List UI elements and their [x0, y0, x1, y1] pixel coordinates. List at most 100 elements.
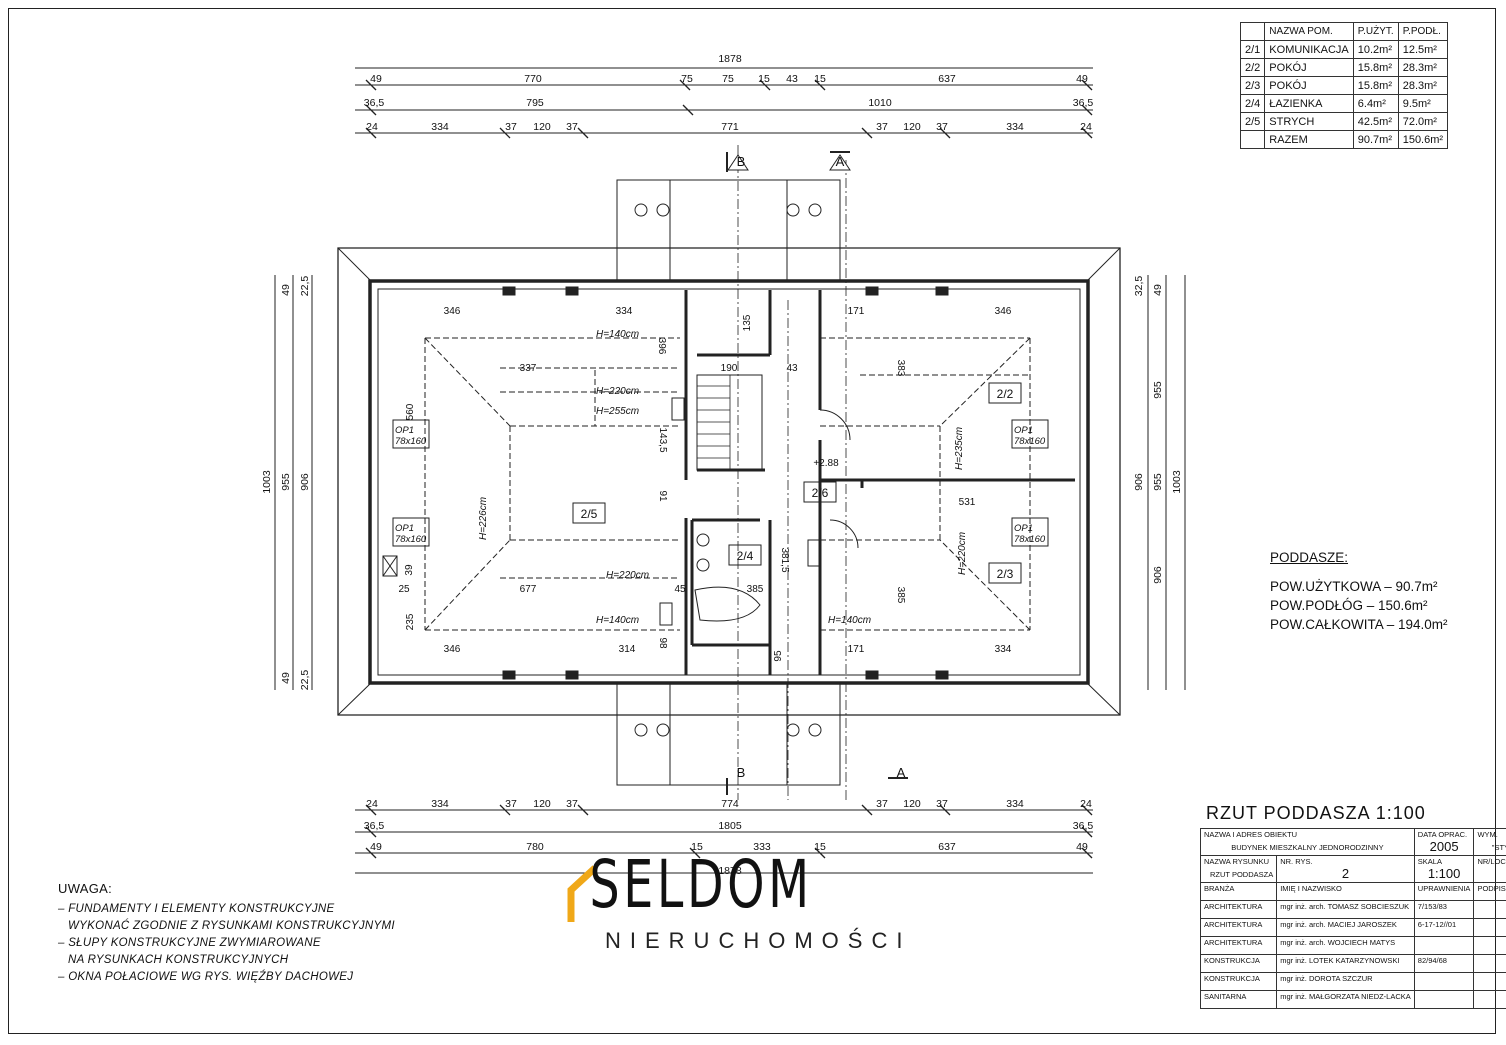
dim-right-4: 906: [1152, 566, 1164, 584]
dim-left-5: 49: [280, 672, 292, 684]
tb-drawing-label: NAZWA RYSUNKU: [1204, 857, 1270, 866]
cell: KONSTRUKCJA: [1199, 972, 1278, 991]
cell: 28.3m²: [1397, 76, 1449, 95]
note-line: – SŁUPY KONSTRUKCYJNE ZWYMIAROWANE: [58, 937, 321, 949]
inner-dim: 560: [405, 403, 416, 420]
dim-top-r2-3: 36,5: [1073, 97, 1094, 109]
tb-scale: SKALA 1:100: [1413, 855, 1475, 883]
tb-object-label: NAZWA I ADRES OBIEKTU: [1204, 830, 1298, 839]
area-table-header: NAZWA POM. P.UŻYT. P.PODŁ.: [1239, 22, 1449, 41]
inner-dim: 95: [773, 650, 784, 662]
cell: 150.6m²: [1397, 130, 1449, 149]
logo-word: SELDOM: [589, 846, 813, 923]
dim-bot-r1-1: 334: [431, 798, 449, 810]
height-label: H=220cm: [957, 532, 968, 575]
inner-dim: 171: [848, 306, 865, 317]
inner-dim: 43: [786, 363, 798, 374]
height-label: H=140cm: [596, 615, 639, 626]
room-2-3: 2/3: [997, 567, 1014, 581]
dim-top-r1-4: 15: [758, 73, 770, 85]
dim-top-r1-3: 75: [722, 73, 734, 85]
tb-drawing: NAZWA RYSUNKU RZUT PODDASZA: [1199, 855, 1278, 883]
height-label: H=140cm: [828, 615, 871, 626]
dim-top-r1-1: 770: [524, 73, 542, 85]
window-op1-2: OP1: [395, 523, 414, 534]
cell: [1413, 990, 1475, 1009]
inner-dim: 334: [995, 644, 1012, 655]
dim-bot-total: 1878: [718, 865, 742, 877]
section-a-bottom: A: [897, 765, 906, 780]
dim-top-r1-2: 75: [681, 73, 693, 85]
dim-top-r3-0: 24: [366, 121, 378, 133]
cell: 42.5m²: [1352, 112, 1399, 131]
cell: 10.2m²: [1352, 40, 1399, 59]
cell: 12.5m²: [1397, 40, 1449, 59]
cell: ARCHITEKTURA: [1199, 900, 1278, 919]
dim-top-r3-4: 37: [566, 121, 578, 133]
drawing-title: RZUT PODDASZA 1:100: [1206, 803, 1426, 823]
dim-bot-r3-0: 49: [370, 841, 382, 853]
attic-summary: PODDASZE: POW.UŻYTKOWA – 90.7m² POW.PODŁ…: [1270, 548, 1448, 634]
section-b-bottom: B: [737, 765, 746, 780]
cell: mgr inż. LOTEK KATARZYNOWSKI: [1276, 954, 1415, 973]
dim-bot-r1-8: 37: [936, 798, 948, 810]
cell: POKÓJ: [1264, 58, 1354, 77]
cell: mgr inż. MAŁGORZATA NIEDZ-LACKA: [1276, 990, 1415, 1009]
tb-scale-value: 1:100: [1427, 866, 1461, 881]
inner-dim: 135: [742, 314, 753, 331]
dim-bot-r1-0: 24: [366, 798, 378, 810]
seldom-logo: SELDOM NIERUCHOMOŚCI: [565, 852, 911, 954]
cell: KOMUNIKACJA: [1264, 40, 1354, 59]
tb-wym-value: "STYL": [1491, 843, 1506, 852]
inner-dim: 45: [674, 584, 686, 595]
inner-dim: 98: [657, 637, 668, 649]
inner-dim: 381,5: [779, 547, 790, 572]
summary-line-floor: POW.PODŁÓG – 150.6m²: [1270, 598, 1428, 613]
dim-top-r1-6: 15: [814, 73, 826, 85]
dim-top-r3-2: 37: [505, 121, 517, 133]
dim-top-r3-6: 37: [876, 121, 888, 133]
cell: SANITARNA: [1199, 990, 1278, 1009]
dim-bot-r1-2: 37: [505, 798, 517, 810]
tb-scale-label: SKALA: [1417, 857, 1442, 866]
height-label: H=255cm: [596, 406, 639, 417]
height-label: H=220cm: [606, 570, 649, 581]
dim-bot-r3-6: 49: [1076, 841, 1088, 853]
tb-nr-value: 2: [1341, 866, 1350, 881]
dim-bot-r1-6: 37: [876, 798, 888, 810]
tb-col-perm: UPRAWNIENIA: [1413, 882, 1475, 901]
cell: [1473, 954, 1506, 973]
dim-bot-r3-2: 15: [691, 841, 703, 853]
tb-date-value: 2005: [1429, 839, 1459, 854]
cell: 2/5: [1239, 112, 1266, 131]
tb-nr2: NR/LOC RYS.A: [1473, 855, 1506, 883]
summary-line-total: POW.CAŁKOWITA – 194.0m²: [1270, 617, 1448, 632]
cell: 28.3m²: [1397, 58, 1449, 77]
inner-dim: 346: [444, 306, 461, 317]
dim-top-r1-5: 43: [786, 73, 798, 85]
height-label: H=220cm: [596, 386, 639, 397]
notes-heading: UWAGA:: [58, 881, 113, 896]
dim-right-1: 955: [1152, 473, 1164, 491]
summary-heading: PODDASZE:: [1270, 550, 1349, 565]
dim-bot-r2-2: 36,5: [1073, 820, 1094, 832]
dim-top-r3-3: 120: [533, 121, 551, 133]
cell: [1413, 972, 1475, 991]
cell: 6-17-12//01: [1413, 918, 1475, 937]
dim-right-6: 32,5: [1133, 276, 1145, 297]
title-block: NAZWA I ADRES OBIEKTU BUDYNEK MIESZKALNY…: [1199, 828, 1506, 1009]
dim-bot-r1-7: 120: [903, 798, 921, 810]
cell: 2/2: [1239, 58, 1266, 77]
dim-left-6: 22,5: [299, 670, 311, 691]
cell: RAZEM: [1264, 130, 1354, 149]
tb-col-sign: PODPIS: [1473, 882, 1506, 901]
note-line: NA RYSUNKACH KONSTRUKCYJNYCH: [68, 954, 289, 966]
cell: 6.4m²: [1352, 94, 1399, 113]
inner-dim: 190: [721, 363, 738, 374]
dim-top-r3-7: 120: [903, 121, 921, 133]
